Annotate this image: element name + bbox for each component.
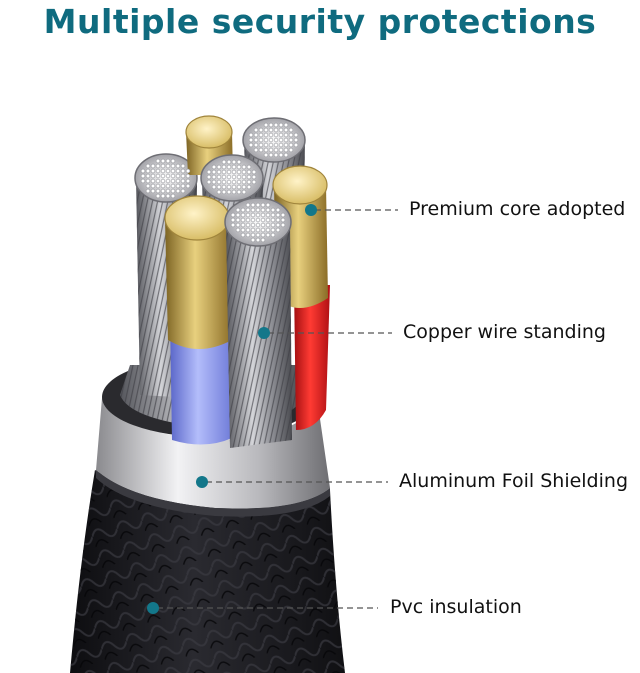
callout-aluminum-foil xyxy=(196,476,388,488)
callout-copper-wire xyxy=(258,327,392,339)
marker-dot xyxy=(305,204,317,216)
marker-dot xyxy=(258,327,270,339)
strand-end-texture xyxy=(140,122,299,243)
marker-dot xyxy=(147,602,159,614)
callout-premium-core xyxy=(305,204,398,216)
label-premium-core: Premium core adopted xyxy=(409,198,626,220)
callout-pvc-insulation xyxy=(147,602,378,614)
marker-dot xyxy=(196,476,208,488)
label-pvc-insulation: Pvc insulation xyxy=(390,596,522,618)
label-aluminum-foil: Aluminum Foil Shielding xyxy=(399,470,629,492)
pvc-jacket xyxy=(70,470,345,673)
label-copper-wire: Copper wire standing xyxy=(403,321,606,343)
blue-core xyxy=(164,195,232,445)
page-title: Multiple security protections xyxy=(43,2,597,41)
